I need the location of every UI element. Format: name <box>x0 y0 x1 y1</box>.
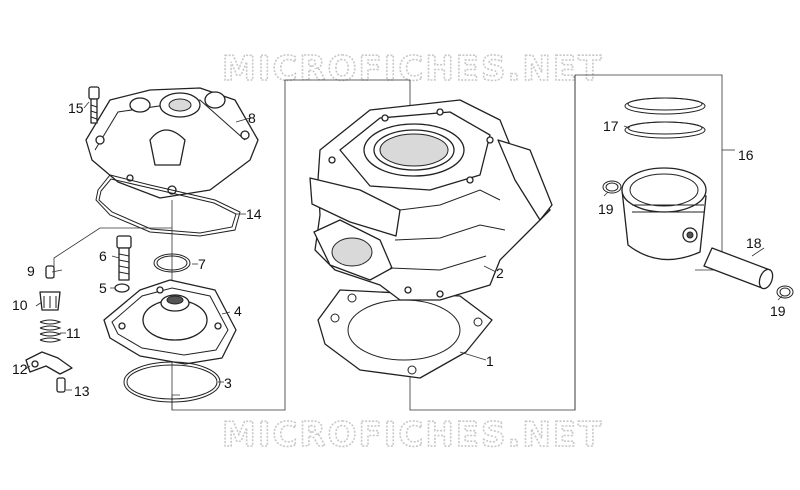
washer-part <box>114 283 130 293</box>
callout-9: 9 <box>27 263 35 279</box>
sensor-assembly-part <box>25 265 73 393</box>
callout-17: 17 <box>603 118 619 134</box>
callout-19-right: 19 <box>770 303 786 319</box>
circlip-right-part <box>776 285 794 299</box>
cylinder-head-part <box>85 87 259 199</box>
head-cover-part <box>103 279 237 365</box>
piston-part <box>621 167 707 261</box>
cylinder-part <box>309 99 553 301</box>
piston-rings-part <box>624 97 706 139</box>
leader-lines <box>23 101 783 391</box>
callout-8: 8 <box>248 110 256 126</box>
callout-14: 14 <box>246 206 262 222</box>
base-gasket-part <box>317 289 493 379</box>
callout-11: 11 <box>66 325 81 341</box>
callout-7: 7 <box>198 256 206 272</box>
callout-19-left: 19 <box>598 201 614 217</box>
callout-labels: 1 2 3 4 5 6 7 8 9 10 11 12 13 14 15 16 1… <box>12 100 786 399</box>
small-oring-part <box>153 253 191 273</box>
callout-15: 15 <box>68 100 84 116</box>
callout-13: 13 <box>74 383 90 399</box>
watermark-bottom: MICROFICHES.NET <box>222 415 603 455</box>
callout-18: 18 <box>746 235 762 251</box>
callout-12: 12 <box>12 361 28 377</box>
callout-4: 4 <box>234 303 242 319</box>
callout-3: 3 <box>224 375 232 391</box>
callout-16: 16 <box>738 147 754 163</box>
callout-5: 5 <box>99 280 107 296</box>
callout-10: 10 <box>12 297 28 313</box>
head-oring-part <box>95 174 241 237</box>
piston-pin-part <box>703 247 774 290</box>
callout-1: 1 <box>486 353 494 369</box>
callout-2: 2 <box>496 265 504 281</box>
head-bolt-part <box>88 86 100 124</box>
stud-bolt-part <box>116 235 132 281</box>
callout-6: 6 <box>99 248 107 264</box>
watermark-top: MICROFICHES.NET <box>222 49 603 89</box>
circlip-left-part <box>602 180 622 194</box>
